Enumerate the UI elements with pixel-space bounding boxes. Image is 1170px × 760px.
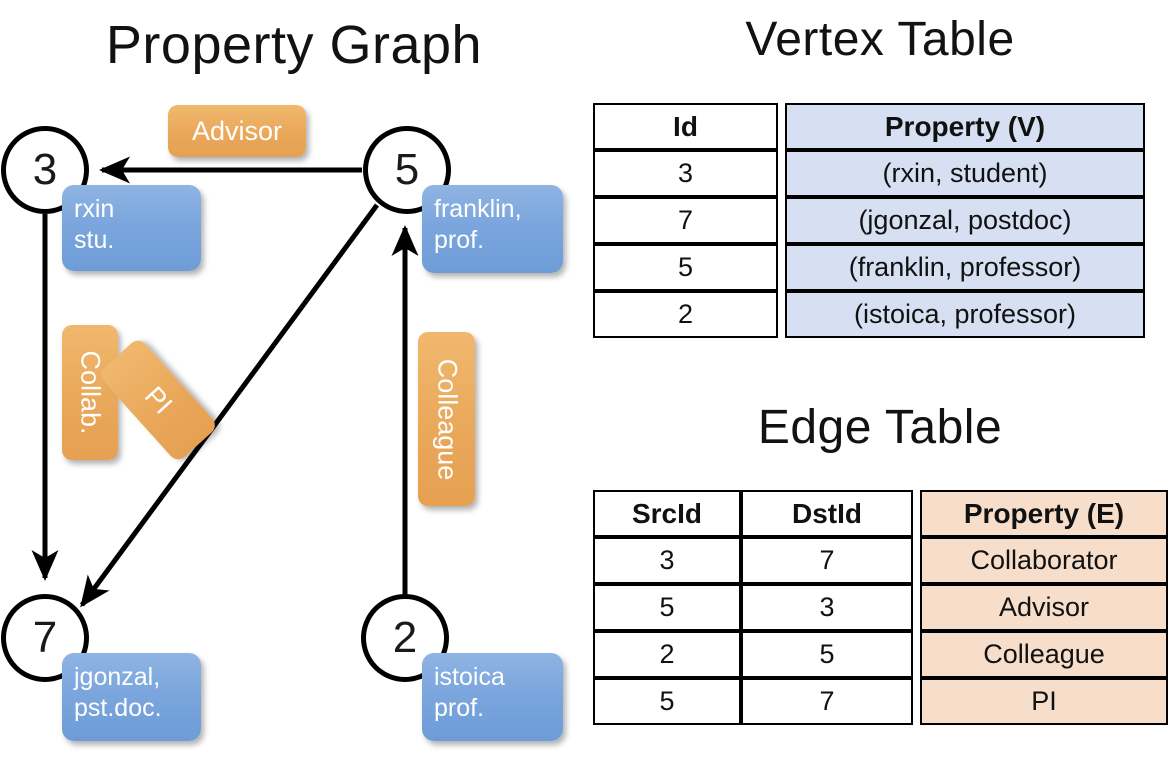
vertex-property-5-line1: franklin, bbox=[434, 195, 522, 223]
vertex-row-1-id: 7 bbox=[593, 197, 778, 244]
edge-table-header-property: Property (E) bbox=[920, 490, 1168, 537]
vertex-table-column-gap bbox=[778, 197, 785, 244]
vertex-row-2-property: (franklin, professor) bbox=[785, 244, 1145, 291]
page-title-vertex-table: Vertex Table bbox=[745, 13, 1015, 66]
edge-table-header-row: SrcId DstId Property (E) bbox=[593, 490, 1168, 537]
property-graph-diagram: 3 5 7 2 rxin stu. franklin, prof. jgonza… bbox=[1, 105, 563, 741]
edge-row-3-dst: 7 bbox=[741, 678, 913, 725]
vertex-property-box-7: jgonzal, pst.doc. bbox=[62, 653, 201, 741]
graph-node-5-label: 5 bbox=[394, 145, 420, 194]
table-row[interactable]: 7 (jgonzal, postdoc) bbox=[593, 197, 1145, 244]
edge-table-column-gap bbox=[913, 584, 920, 631]
vertex-property-3-line2: stu. bbox=[74, 225, 115, 254]
vertex-table-header-row: Id Property (V) bbox=[593, 103, 1145, 150]
graph-node-2[interactable]: 2 bbox=[361, 594, 449, 682]
vertex-property-7-line2: pst.doc. bbox=[74, 693, 162, 722]
vertex-property-box-3: rxin stu. bbox=[62, 185, 201, 271]
table-row[interactable]: 5 (franklin, professor) bbox=[593, 244, 1145, 291]
edge-label-colleague: Colleague bbox=[418, 332, 475, 506]
vertex-property-2-line2: prof. bbox=[434, 693, 485, 722]
edge-row-1-property: Advisor bbox=[920, 584, 1168, 631]
graph-node-7-label: 7 bbox=[32, 613, 58, 662]
vertex-table-header-id: Id bbox=[593, 103, 778, 150]
edge-row-2-src: 2 bbox=[593, 631, 741, 678]
vertex-table-column-gap bbox=[778, 103, 785, 150]
vertex-property-3-line1: rxin bbox=[74, 195, 115, 223]
table-row[interactable]: 5 3 Advisor bbox=[593, 584, 1168, 631]
vertex-property-2-line1: istoica bbox=[434, 663, 505, 691]
vertex-row-2-id: 5 bbox=[593, 244, 778, 291]
vertex-property-7-line1: jgonzal, bbox=[74, 663, 161, 691]
page-title-edge-table: Edge Table bbox=[757, 401, 1003, 454]
page-title-property-graph: Property Graph bbox=[105, 15, 483, 75]
vertex-table-column-gap bbox=[778, 150, 785, 197]
edge-table-column-gap bbox=[913, 490, 920, 537]
vertex-property-5-line2: prof. bbox=[434, 225, 485, 254]
edge-label-collab: Collab. bbox=[62, 325, 118, 460]
vertex-row-0-property: (rxin, student) bbox=[785, 150, 1145, 197]
edge-row-1-dst: 3 bbox=[741, 584, 913, 631]
vertex-table-column-gap bbox=[778, 291, 785, 338]
edge-row-1-src: 5 bbox=[593, 584, 741, 631]
graph-node-3-label: 3 bbox=[32, 145, 58, 194]
edge-line-5-to-7 bbox=[79, 203, 380, 608]
vertex-row-3-id: 2 bbox=[593, 291, 778, 338]
edge-table-header-dstid: DstId bbox=[741, 490, 913, 537]
graph-node-2-label: 2 bbox=[392, 613, 418, 662]
edge-row-2-dst: 5 bbox=[741, 631, 913, 678]
edge-table-column-gap bbox=[913, 537, 920, 584]
edge-row-0-src: 3 bbox=[593, 537, 741, 584]
vertex-row-1-property: (jgonzal, postdoc) bbox=[785, 197, 1145, 244]
vertex-table-column-gap bbox=[778, 244, 785, 291]
graph-node-5[interactable]: 5 bbox=[363, 126, 451, 214]
vertex-property-box-5: franklin, prof. bbox=[422, 185, 563, 273]
vertex-property-box-2: istoica prof. bbox=[422, 653, 563, 741]
table-row[interactable]: 2 (istoica, professor) bbox=[593, 291, 1145, 338]
edge-row-3-src: 5 bbox=[593, 678, 741, 725]
edge-row-2-property: Colleague bbox=[920, 631, 1168, 678]
table-row[interactable]: 2 5 Colleague bbox=[593, 631, 1168, 678]
edge-row-0-property: Collaborator bbox=[920, 537, 1168, 584]
graph-edge-lines bbox=[31, 156, 419, 608]
table-row[interactable]: 5 7 PI bbox=[593, 678, 1168, 725]
vertex-table: Id Property (V) 3 (rxin, student) 7 (jgo… bbox=[593, 103, 1145, 338]
edge-table-header-srcid: SrcId bbox=[593, 490, 741, 537]
vertex-row-0-id: 3 bbox=[593, 150, 778, 197]
edge-table-column-gap bbox=[913, 631, 920, 678]
edge-table-column-gap bbox=[913, 678, 920, 725]
edge-label-advisor: Advisor bbox=[168, 105, 306, 157]
vertex-table-header-property: Property (V) bbox=[785, 103, 1145, 150]
table-row[interactable]: 3 (rxin, student) bbox=[593, 150, 1145, 197]
edge-table: SrcId DstId Property (E) 3 7 Collaborato… bbox=[593, 490, 1168, 725]
edge-row-0-dst: 7 bbox=[741, 537, 913, 584]
table-row[interactable]: 3 7 Collaborator bbox=[593, 537, 1168, 584]
edge-row-3-property: PI bbox=[920, 678, 1168, 725]
vertex-row-3-property: (istoica, professor) bbox=[785, 291, 1145, 338]
